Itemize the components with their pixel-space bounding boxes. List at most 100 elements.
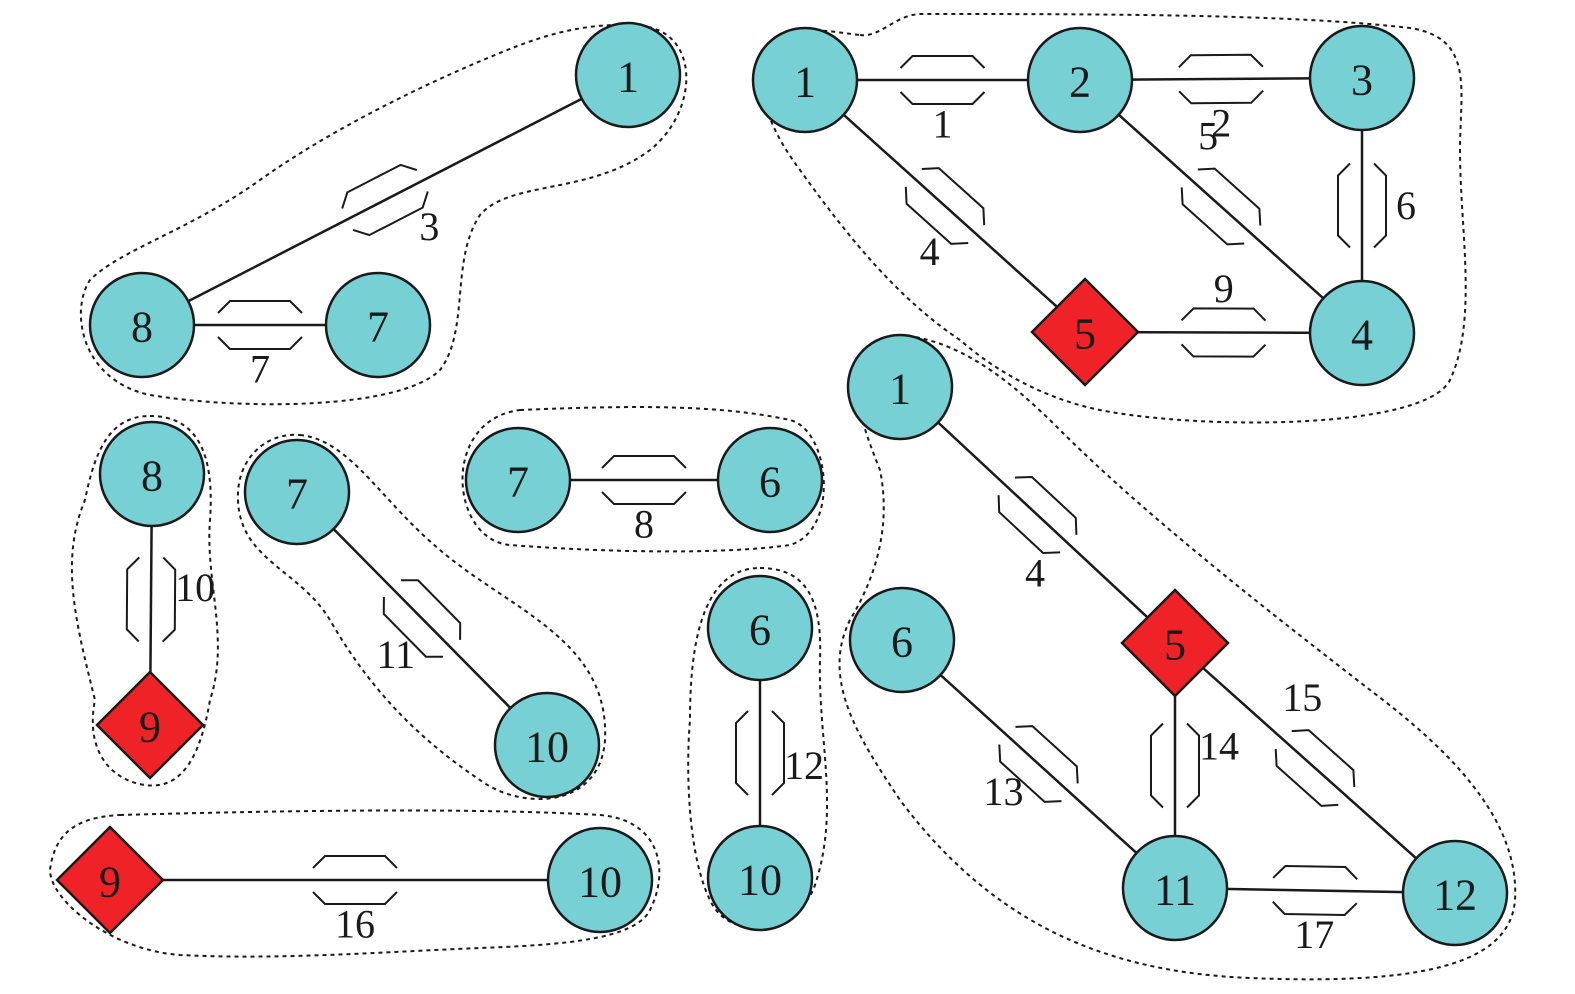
node-label: 9 — [139, 703, 161, 752]
edge-bracket-mark — [341, 163, 418, 209]
node-label: 8 — [141, 452, 163, 501]
diamond-node-b5[interactable]: 5 — [1030, 277, 1140, 387]
circle-node-b2[interactable]: 2 — [1026, 26, 1134, 134]
node-label: 5 — [1164, 621, 1186, 670]
node-label: 11 — [1154, 866, 1196, 915]
circle-node-h6[interactable]: 6 — [848, 586, 956, 694]
edge-bracket-mark — [899, 91, 986, 105]
diamond-shape — [55, 825, 165, 935]
circle-node-b1[interactable]: 1 — [751, 26, 859, 134]
circle-node-h12[interactable]: 12 — [1401, 839, 1509, 947]
edge-g9-g10: 16 — [110, 855, 600, 947]
circle-node-d10[interactable]: 10 — [493, 691, 601, 799]
cluster-outline — [461, 406, 825, 553]
circle-node-a7[interactable]: 7 — [324, 271, 432, 379]
circle-node-h11[interactable]: 11 — [1121, 834, 1229, 942]
circle-node-b3[interactable]: 3 — [1308, 24, 1416, 132]
circle-node-f6[interactable]: 6 — [706, 574, 814, 682]
edge-bracket-mark — [400, 579, 462, 640]
node-label: 10 — [578, 858, 622, 907]
circle-shape — [98, 420, 206, 528]
edge-b2-b4: 5 — [1079, 79, 1363, 334]
circle-shape — [464, 426, 572, 534]
node-label: 1 — [794, 58, 816, 107]
node-label: 2 — [1069, 58, 1091, 107]
edge-label: 16 — [335, 902, 375, 947]
circle-node-e7[interactable]: 7 — [464, 426, 572, 534]
cluster-outline — [761, 12, 1467, 424]
circle-shape — [546, 826, 654, 934]
edge-label: 6 — [1396, 183, 1416, 228]
circle-node-b4[interactable]: 4 — [1308, 279, 1416, 387]
edge-bracket-mark — [1014, 475, 1078, 535]
edge-label: 4 — [920, 229, 940, 274]
edge-bracket-mark — [312, 855, 398, 869]
edge-bracket-mark — [601, 455, 687, 469]
diamond-node-g9[interactable]: 9 — [55, 825, 165, 935]
circle-shape — [1308, 24, 1416, 132]
circle-shape — [1026, 26, 1134, 134]
circle-shape — [751, 26, 859, 134]
circle-shape — [88, 271, 196, 379]
circle-node-c8[interactable]: 8 — [98, 420, 206, 528]
edge-line — [296, 491, 548, 746]
edge-h1-h5: 4 — [899, 386, 1176, 644]
edge-label: 1 — [933, 102, 953, 147]
edge-line — [1174, 642, 1456, 894]
node-label: 10 — [738, 856, 782, 905]
edge-bracket-mark — [382, 597, 444, 658]
edge-line — [1079, 79, 1363, 334]
edge-line — [804, 79, 1086, 333]
cluster-outline — [838, 333, 1517, 981]
edge-label: 12 — [784, 743, 824, 788]
circle-node-f10[interactable]: 10 — [706, 824, 814, 932]
circle-node-a1[interactable]: 1 — [574, 21, 682, 129]
edge-label: 8 — [634, 502, 654, 547]
edge-bracket-mark — [1272, 864, 1358, 880]
node-label: 6 — [759, 458, 781, 507]
edge-bracket-mark — [1178, 53, 1264, 69]
edge-label: 13 — [984, 769, 1024, 814]
edge-bracket-mark — [161, 556, 177, 643]
node-label: 7 — [507, 458, 529, 507]
edge-label: 11 — [376, 632, 415, 677]
circle-node-h1[interactable]: 1 — [846, 333, 954, 441]
edge-label: 2 — [1211, 101, 1231, 146]
edge-label: 15 — [1282, 675, 1322, 720]
circle-node-d7[interactable]: 7 — [243, 438, 351, 546]
edge-label: 9 — [1214, 266, 1234, 311]
circle-node-a8[interactable]: 8 — [88, 271, 196, 379]
edge-bracket-mark — [899, 55, 986, 69]
edge-bracket-mark — [312, 891, 398, 905]
edge-bracket-mark — [1150, 722, 1164, 809]
edge-h6-h11: 13 — [901, 639, 1176, 889]
node-label: 6 — [891, 618, 913, 667]
diamond-node-h5[interactable]: 5 — [1120, 588, 1230, 698]
diamond-shape — [1120, 588, 1230, 698]
edge-bracket-mark — [1180, 307, 1267, 322]
edge-bracket-mark — [1186, 722, 1200, 809]
cluster-outline — [70, 414, 219, 787]
cluster-outline — [48, 809, 661, 958]
edge-bracket-mark — [217, 300, 303, 314]
edge-bracket-mark — [1291, 729, 1356, 788]
edge-line — [899, 386, 1176, 644]
circle-node-g10[interactable]: 10 — [546, 826, 654, 934]
circle-shape — [848, 586, 956, 694]
edge-line — [141, 73, 629, 327]
cluster-outline — [236, 433, 607, 801]
edge-line — [901, 639, 1176, 889]
node-label: 8 — [131, 303, 153, 352]
node-label: 9 — [99, 858, 121, 907]
edge-bracket-mark — [1337, 162, 1351, 249]
edge-h5-h12: 15 — [1174, 642, 1456, 894]
node-label: 7 — [367, 303, 389, 352]
edge-label: 17 — [1294, 912, 1334, 957]
edge-bracket-mark — [1272, 901, 1358, 917]
diamond-node-c9[interactable]: 9 — [95, 670, 205, 780]
circle-shape — [716, 426, 824, 534]
edge-bracket-mark — [735, 710, 749, 796]
circle-node-e6[interactable]: 6 — [716, 426, 824, 534]
